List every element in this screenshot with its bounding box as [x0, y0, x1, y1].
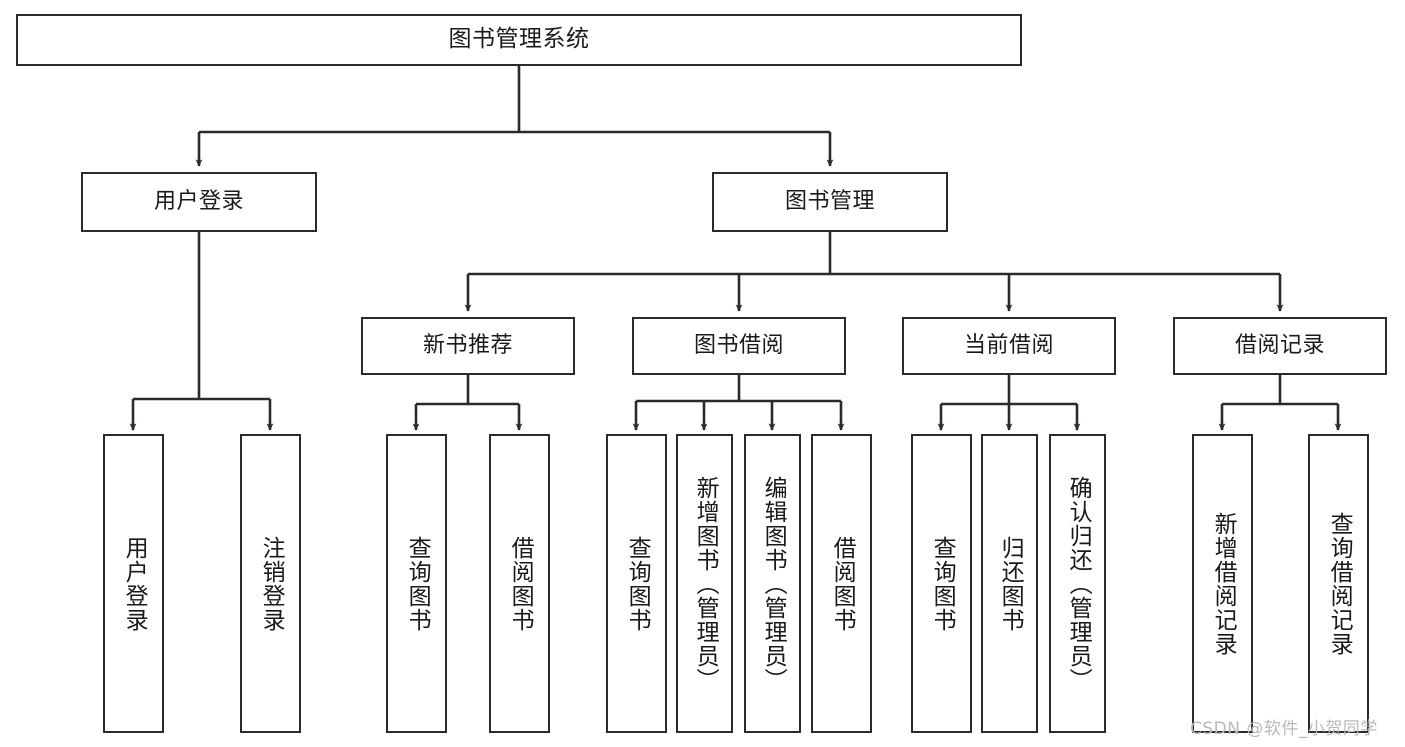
node-leaf-borrow-book-1[interactable]: 借阅图书	[489, 434, 550, 733]
node-new-book-recommend[interactable]: 新书推荐	[361, 317, 575, 375]
node-leaf-confirm-return[interactable]: 确认归还（管理员）	[1049, 434, 1106, 733]
node-label: 归还图书	[997, 535, 1024, 632]
node-label: 借阅图书	[829, 535, 856, 632]
node-current-borrow[interactable]: 当前借阅	[902, 317, 1116, 375]
node-leaf-query-book-1[interactable]: 查询图书	[386, 434, 447, 733]
node-label: 查询图书	[404, 535, 431, 632]
node-label: 当前借阅	[963, 332, 1054, 358]
watermark: CSDN @软件_小贺同学	[1190, 719, 1378, 739]
node-label: 查询图书	[624, 535, 651, 632]
node-label: 借阅图书	[507, 535, 534, 632]
node-leaf-query-record[interactable]: 查询借阅记录	[1308, 434, 1369, 733]
node-leaf-edit-book[interactable]: 编辑图书（管理员）	[744, 434, 801, 733]
node-label: 编辑图书（管理员）	[760, 475, 787, 692]
node-label: 图书借阅	[693, 332, 784, 358]
node-leaf-borrow-book-2[interactable]: 借阅图书	[811, 434, 872, 733]
node-leaf-query-book-3[interactable]: 查询图书	[911, 434, 972, 733]
node-root[interactable]: 图书管理系统	[16, 14, 1022, 66]
node-label: 新增图书（管理员）	[692, 475, 719, 692]
node-leaf-add-book[interactable]: 新增图书（管理员）	[676, 434, 733, 733]
node-label: 图书管理	[784, 188, 875, 214]
node-borrow-record[interactable]: 借阅记录	[1173, 317, 1387, 375]
node-label: 图书管理系统	[448, 26, 590, 53]
node-leaf-user-logout[interactable]: 注销登录	[240, 434, 301, 733]
node-label: 查询图书	[929, 535, 956, 632]
node-book-manage[interactable]: 图书管理	[712, 172, 948, 232]
node-label: 注销登录	[258, 535, 285, 632]
node-leaf-user-login[interactable]: 用户登录	[103, 434, 164, 733]
node-label: 借阅记录	[1234, 332, 1325, 358]
node-label: 新书推荐	[422, 332, 513, 358]
node-book-borrow[interactable]: 图书借阅	[632, 317, 846, 375]
node-user-login[interactable]: 用户登录	[81, 172, 317, 232]
node-label: 用户登录	[121, 535, 148, 632]
node-label: 用户登录	[153, 188, 244, 214]
node-leaf-add-record[interactable]: 新增借阅记录	[1192, 434, 1253, 733]
node-label: 确认归还（管理员）	[1065, 475, 1092, 692]
node-leaf-query-book-2[interactable]: 查询图书	[606, 434, 667, 733]
node-leaf-return-book[interactable]: 归还图书	[981, 434, 1038, 733]
node-label: 查询借阅记录	[1326, 511, 1353, 656]
node-label: 新增借阅记录	[1210, 511, 1237, 656]
